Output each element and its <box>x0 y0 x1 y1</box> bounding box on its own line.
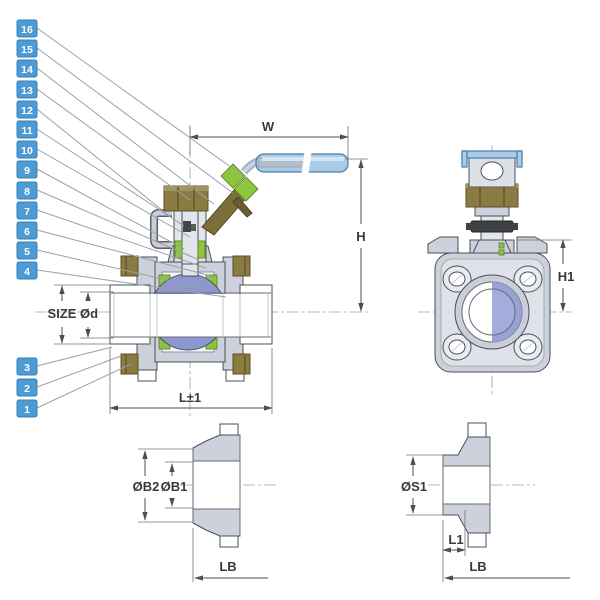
handle-end-cap <box>461 150 523 168</box>
dimension-bore: Ød <box>80 291 114 339</box>
svg-text:9: 9 <box>24 165 30 177</box>
callout-1: 1 <box>16 363 132 418</box>
callout-2: 2 <box>16 355 122 397</box>
callout-11: 11 <box>16 120 185 227</box>
packing-band <box>470 220 514 233</box>
stem-bracket <box>151 210 172 248</box>
callout-7: 7 <box>16 201 207 269</box>
dim-label-lb-left: LB <box>219 559 236 574</box>
flange-bolt-holes <box>442 265 543 361</box>
dimension-lb-left: LB <box>192 528 268 582</box>
dim-label-h: H <box>356 229 365 244</box>
svg-text:7: 7 <box>24 206 30 218</box>
callout-5: 5 <box>16 241 207 290</box>
packing-nut <box>163 185 209 212</box>
svg-text:10: 10 <box>21 145 33 157</box>
callout-10: 10 <box>16 140 191 238</box>
svg-text:2: 2 <box>24 383 30 395</box>
side-end-view <box>427 150 551 373</box>
callout-14: 14 <box>16 59 215 205</box>
dimension-l1: L1 <box>442 510 466 556</box>
handle-lever <box>201 188 248 236</box>
front-section-view <box>109 149 349 382</box>
handle-grip-lower <box>233 176 259 202</box>
svg-text:1: 1 <box>24 404 30 416</box>
detail-view-right <box>442 422 491 548</box>
handle-grip-upper <box>220 163 246 189</box>
dimension-length: L±1 <box>109 348 273 414</box>
dimension-size: SIZE <box>48 284 110 345</box>
callout-15: 15 <box>16 39 234 194</box>
dim-label-ob2: ØB2 <box>133 479 160 494</box>
dimension-os1: ØS1 <box>401 454 443 516</box>
callouts: 16 15 14 13 12 11 10 9 8 7 6 5 4 3 2 1 <box>16 19 247 418</box>
callout-3: 3 <box>16 346 113 376</box>
callout-16: 16 <box>16 19 247 179</box>
callout-12: 12 <box>16 100 169 216</box>
dimension-h: H <box>346 158 368 312</box>
callout-4: 4 <box>16 261 227 298</box>
callout-6: 6 <box>16 221 216 278</box>
svg-text:11: 11 <box>21 125 32 137</box>
dim-label-os1: ØS1 <box>401 479 427 494</box>
dim-label-w: W <box>262 119 275 134</box>
dimension-lb-right: LB <box>442 556 570 582</box>
callout-13: 13 <box>16 80 191 201</box>
svg-text:4: 4 <box>24 266 30 278</box>
svg-text:3: 3 <box>24 362 30 374</box>
dim-label-bore: Ød <box>80 306 98 321</box>
dim-label-ob1: ØB1 <box>161 479 188 494</box>
svg-text:12: 12 <box>21 105 33 117</box>
svg-text:8: 8 <box>24 186 30 198</box>
svg-text:16: 16 <box>21 24 33 36</box>
dimension-w: W <box>189 119 349 160</box>
dim-label-length: L±1 <box>179 390 201 405</box>
dimension-ob1: ØB1 <box>161 461 193 509</box>
detail-view-left <box>192 423 241 548</box>
handle-break-line <box>301 149 312 177</box>
svg-text:15: 15 <box>21 44 33 56</box>
svg-text:5: 5 <box>24 246 30 258</box>
dim-label-h1: H1 <box>558 269 575 284</box>
dimension-ob2: ØB2 <box>133 448 193 523</box>
callout-9: 9 <box>16 160 185 250</box>
dim-label-l1: L1 <box>448 532 463 547</box>
dim-label-lb-right: LB <box>469 559 486 574</box>
callout-8: 8 <box>16 181 198 260</box>
dim-label-size: SIZE <box>48 306 77 321</box>
body-bolts <box>120 255 251 375</box>
svg-text:6: 6 <box>24 226 30 238</box>
dimension-h1: H1 <box>518 239 575 312</box>
svg-text:14: 14 <box>21 64 33 76</box>
svg-text:13: 13 <box>21 85 33 97</box>
